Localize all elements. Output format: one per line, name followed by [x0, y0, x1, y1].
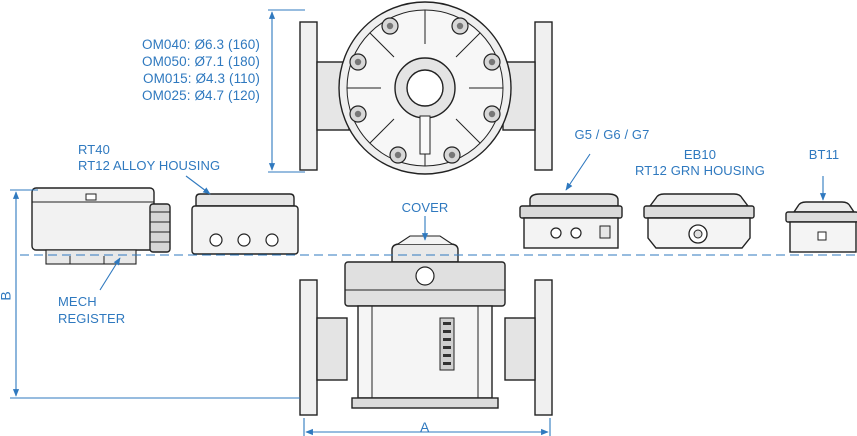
diameter-line-2: OM050: Ø7.1 (180) [141, 54, 260, 69]
rt12-alloy-housing [191, 193, 299, 255]
label-eb10: EB10 [683, 147, 717, 162]
label-rt40: RT40 [78, 142, 110, 157]
side-view-meter [299, 235, 553, 416]
annotation-lines [10, 9, 857, 436]
diameter-line-1: OM040: Ø6.3 (160) [141, 37, 260, 52]
label-rt12-alloy: RT12 ALLOY HOUSING [78, 158, 221, 173]
dimension-a-label: A [420, 419, 430, 435]
diameter-line-4: OM025: Ø4.7 (120) [141, 88, 260, 103]
dimension-b-label: B [0, 291, 14, 300]
label-bt11: BT11 [808, 147, 840, 162]
label-rt12-grn: RT12 GRN HOUSING [635, 163, 765, 178]
rt40-mech-register [31, 187, 171, 265]
label-register: REGISTER [58, 311, 126, 326]
label-mech: MECH [58, 294, 97, 309]
diameter-line-3: OM015: Ø4.3 (110) [142, 71, 260, 86]
eb10-housing [643, 193, 755, 249]
bt11-unit [785, 201, 857, 253]
top-view [299, 1, 553, 175]
label-cover: COVER [401, 200, 449, 215]
label-g5-g6-g7: G5 / G6 / G7 [574, 127, 650, 142]
g5-g6-g7-unit [519, 193, 623, 249]
